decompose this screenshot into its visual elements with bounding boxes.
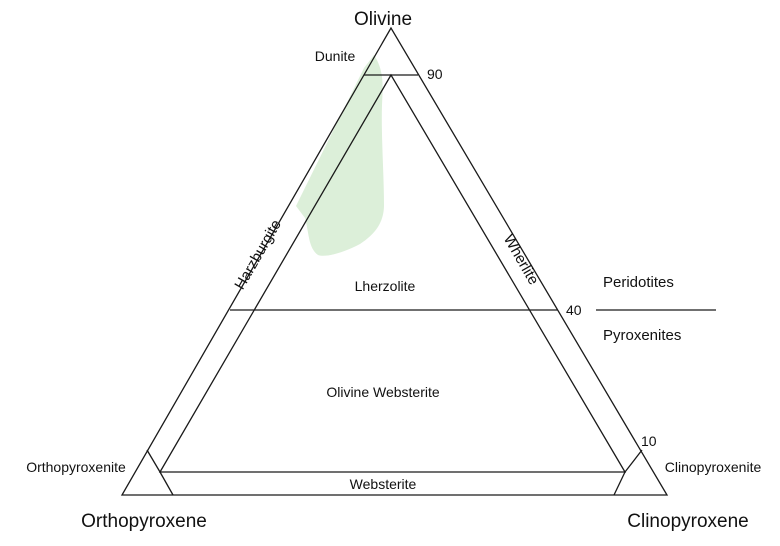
corner-line-right-upper: [624, 449, 643, 473]
corner-line-right-lower: [613, 471, 626, 496]
field-label-lherzolite: Lherzolite: [355, 278, 416, 294]
shaded-composition-field: [296, 55, 384, 256]
tick-label-90: 90: [427, 66, 443, 82]
vertex-label-clinopyroxene: Clinopyroxene: [627, 511, 748, 532]
vertex-label-olivine: Olivine: [354, 9, 412, 30]
corner-line-left-upper: [146, 449, 161, 473]
group-label-peridotites: Peridotites: [603, 274, 674, 291]
field-label-wherlite: Wherlite: [500, 232, 542, 288]
field-label-orthopyroxenite: Orthopyroxenite: [26, 459, 126, 475]
field-label-clinopyroxenite: Clinopyroxenite: [665, 459, 762, 475]
field-label-websterite: Websterite: [350, 476, 417, 492]
field-label-dunite: Dunite: [315, 48, 356, 64]
group-label-pyroxenites: Pyroxenites: [603, 327, 681, 344]
field-label-harzburgite: Harzburgite: [231, 217, 284, 293]
tick-label-10: 10: [641, 433, 657, 449]
field-label-olivine-websterite: Olivine Websterite: [326, 384, 440, 400]
outer-triangle: [120, 26, 669, 496]
vertex-label-orthopyroxene: Orthopyroxene: [81, 511, 207, 532]
tick-label-40: 40: [566, 302, 582, 318]
inner-triangle: [158, 73, 627, 473]
corner-line-left-lower: [159, 471, 174, 496]
